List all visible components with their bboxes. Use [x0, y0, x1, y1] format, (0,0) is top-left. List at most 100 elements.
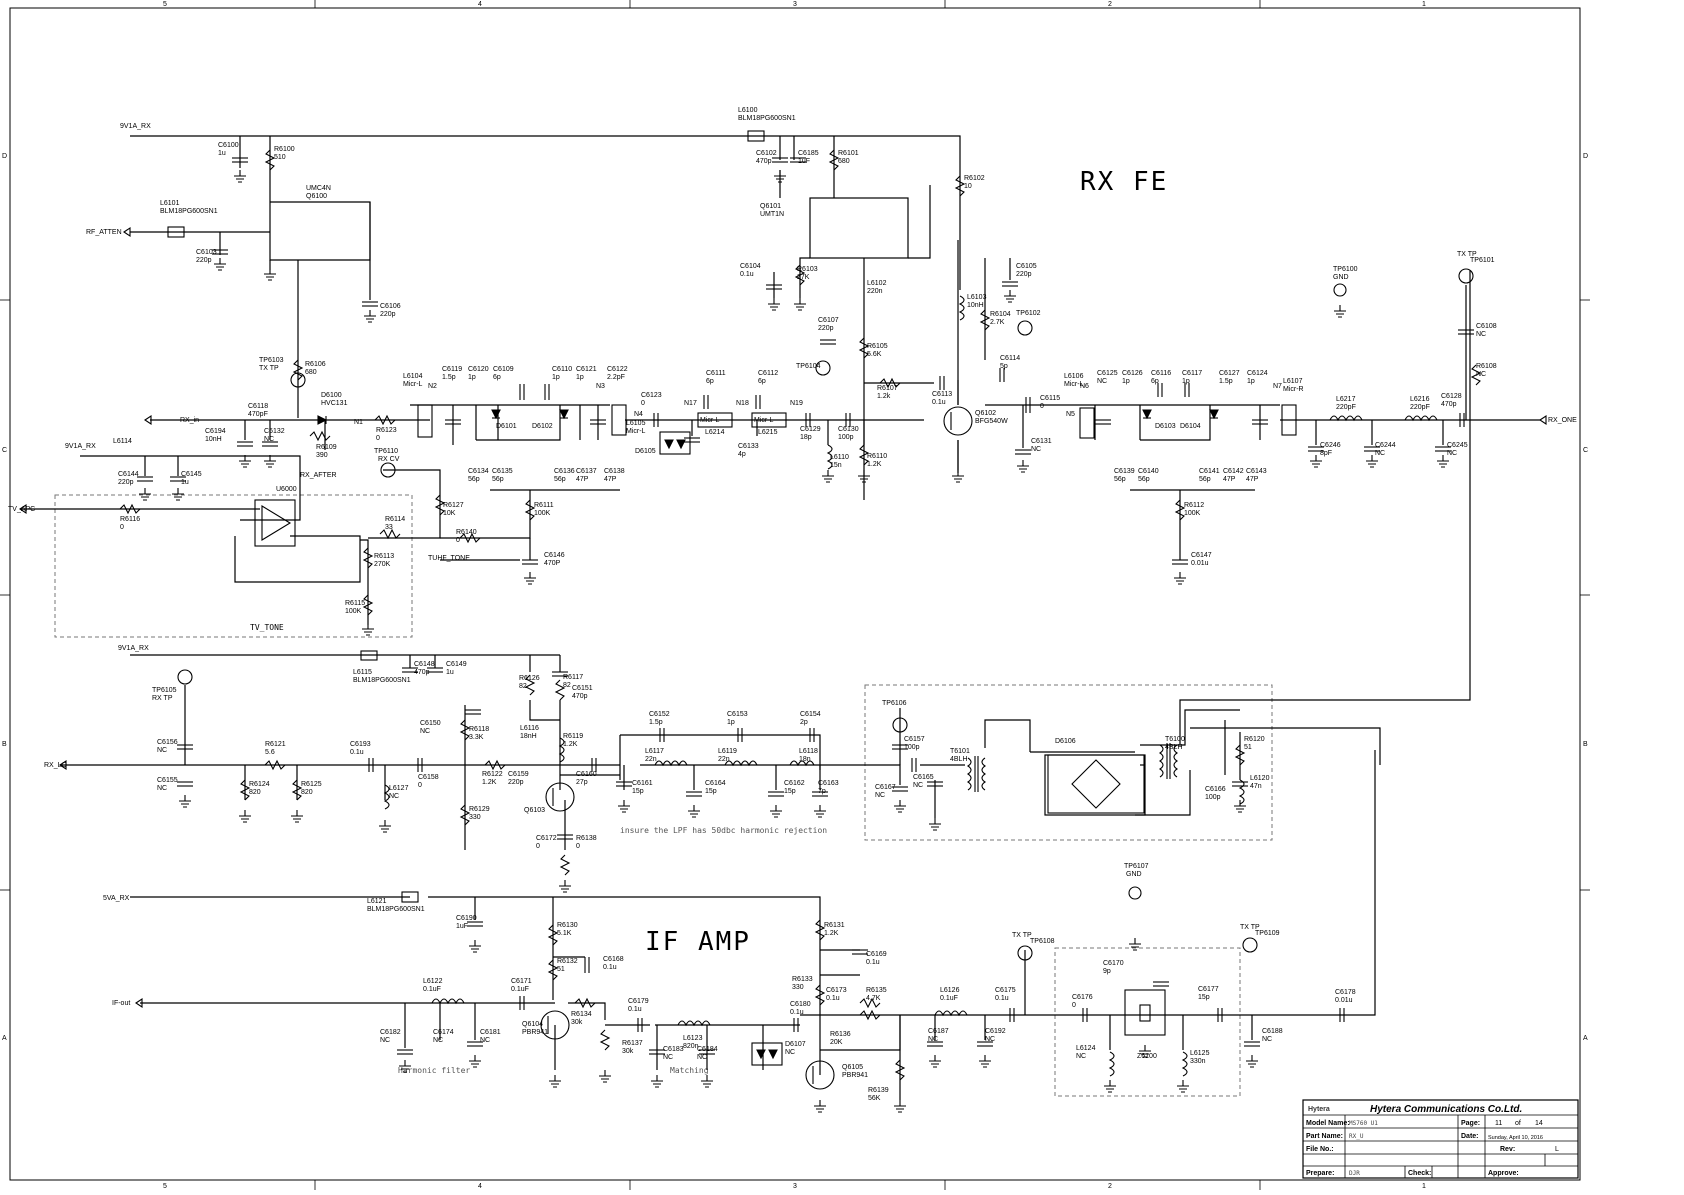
node-label: N7	[1273, 383, 1282, 390]
port-rx-in: RX_in	[180, 417, 199, 424]
component-ref: Q6103	[524, 807, 545, 814]
component-ref: R6122	[482, 771, 503, 778]
node-label: N17	[684, 400, 697, 407]
tv-tone-block-label: TV_TONE	[250, 623, 284, 632]
component-value: 1.2K	[824, 930, 839, 937]
opamp-triangle	[261, 505, 292, 541]
component-ref: C6102	[756, 150, 777, 157]
component-value: HVC131	[321, 400, 348, 407]
component-value: 30k	[622, 1048, 634, 1055]
component-ref: C6159	[508, 771, 529, 778]
port-tuhf-tone: TUHF_TONE	[428, 555, 470, 562]
component-ref: L6106	[1064, 373, 1084, 380]
port-9v1a-rx-top: 9V1A_RX	[120, 123, 151, 130]
component-ref: L6125	[1190, 1050, 1210, 1057]
component-ref: R6119	[563, 733, 583, 740]
component-value: 1u	[218, 150, 226, 157]
component-value: 330n	[1190, 1058, 1206, 1065]
component-value: 56p	[1114, 476, 1126, 483]
tp-ref: TP6100	[1333, 266, 1358, 273]
component-value: 470p	[572, 693, 588, 700]
tp-ref: TP6109	[1255, 930, 1280, 937]
component-ref: C6134	[468, 468, 489, 475]
microstrip-label: Micr-L	[754, 417, 774, 424]
component-ref: C6172	[536, 835, 557, 842]
diode-symbols	[317, 409, 1219, 425]
component-value: 56p	[468, 476, 480, 483]
tp-sub: GND	[1126, 871, 1142, 878]
component-ref: R6111	[534, 502, 554, 509]
part-value: RX_U	[1349, 1133, 1364, 1140]
component-value: 2.7K	[990, 319, 1005, 326]
component-value: 5.1K	[557, 930, 572, 937]
component-ref: D6103	[1155, 423, 1176, 430]
node-label: N6	[1080, 383, 1089, 390]
component-ref: C6193	[350, 741, 371, 748]
microstrip-label: Micr-L	[700, 417, 720, 424]
component-value: 1p	[576, 374, 584, 381]
component-value: 390	[316, 452, 328, 459]
component-ref: Z6100	[1137, 1053, 1157, 1060]
component-ref: C6157	[904, 736, 925, 743]
component-ref: C6173	[826, 987, 847, 994]
component-value: PBR941	[522, 1029, 548, 1036]
component-value: 1uF	[456, 923, 468, 930]
component-ref: C6130	[838, 426, 859, 433]
component-ref: L6101	[160, 200, 180, 207]
component-ref: R6114	[385, 516, 405, 523]
component-ref: L6110	[830, 454, 849, 461]
microstrip-blocks	[417, 404, 1297, 439]
component-value: 10	[964, 183, 972, 190]
component-ref: C6245	[1447, 442, 1468, 449]
component-value: 15p	[632, 788, 644, 795]
component-ref: C6128	[1441, 393, 1462, 400]
component-ref: R6107	[877, 385, 898, 392]
component-value: 30k	[571, 1019, 583, 1026]
component-ref: C6103	[196, 249, 217, 256]
tp-ref: TP6105	[152, 687, 177, 694]
page-label: Page:	[1461, 1120, 1480, 1127]
component-value: 6p	[706, 378, 714, 385]
component-value: 8pF	[1320, 450, 1332, 457]
component-ref: L6117	[645, 748, 664, 755]
component-value: 0.01u	[1335, 997, 1353, 1004]
component-ref: C6114	[1000, 355, 1020, 362]
component-value: Micr-L	[403, 381, 423, 388]
component-value: NC	[697, 1054, 707, 1061]
component-ref: C6109	[493, 366, 514, 373]
col-label-top: 5	[163, 1, 167, 8]
component-ref: T6101	[950, 748, 970, 755]
component-value: 100p	[838, 434, 854, 441]
port-tv-apc: TV_APC	[8, 506, 35, 513]
component-ref: C6148	[414, 661, 435, 668]
component-ref: L6216	[1410, 396, 1430, 403]
component-value: 1p	[1247, 378, 1255, 385]
component-value: 15p	[1198, 994, 1210, 1001]
component-value: 0.1u	[350, 749, 364, 756]
diode-pair-D6105-body	[659, 431, 691, 455]
row-label-right: B	[1583, 741, 1588, 748]
component-ref: L6102	[867, 280, 887, 287]
component-ref: C6244	[1375, 442, 1396, 449]
component-value: 18p	[800, 434, 812, 441]
transistor-Q6104	[540, 1010, 570, 1040]
matching-note: Matching	[670, 1066, 709, 1075]
component-value: 1p	[727, 719, 735, 726]
tp-ref: TP6102	[1016, 310, 1041, 317]
if-amp-wiring	[130, 750, 1376, 1100]
component-value: 1p	[1122, 378, 1130, 385]
component-ref: C6139	[1114, 468, 1135, 475]
diode-pair-D6105-left	[664, 439, 674, 450]
component-value: 6p	[1151, 378, 1159, 385]
file-label: File No.:	[1306, 1146, 1334, 1153]
component-ref: R6133	[792, 976, 813, 983]
component-ref: C6104	[740, 263, 761, 270]
tp-ref: TP6101	[1470, 257, 1495, 264]
component-value: 0	[576, 843, 580, 850]
component-ref: L6124	[1076, 1045, 1096, 1052]
component-ref: R6124	[249, 781, 270, 788]
component-value: Micr-L	[1064, 381, 1084, 388]
component-ref: R6136	[830, 1031, 851, 1038]
diode-pair-D6105-right	[676, 439, 686, 450]
